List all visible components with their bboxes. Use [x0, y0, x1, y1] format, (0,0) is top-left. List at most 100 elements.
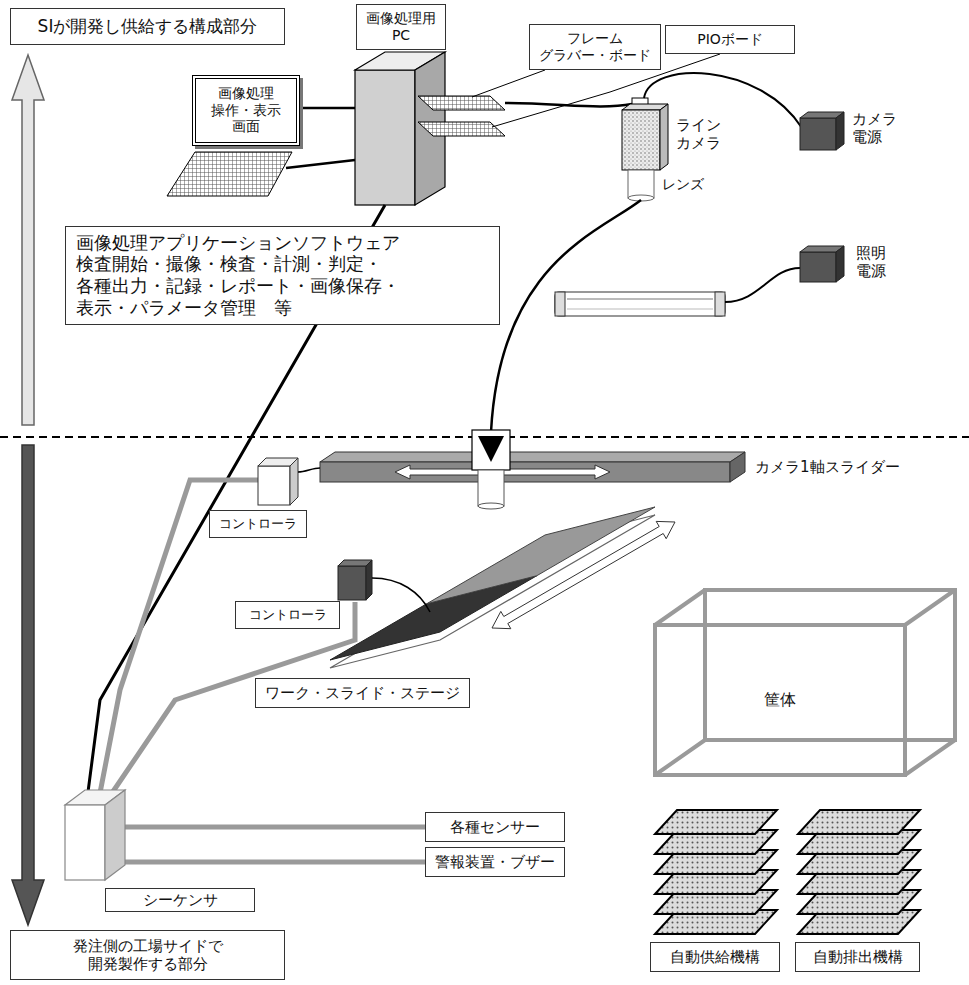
text-line: コントローラ — [219, 516, 297, 532]
node-text: 画像処理用 PC — [366, 10, 436, 44]
line-camera — [622, 110, 660, 170]
node-text: 画像処理アプリケーションソフトウェア 検査開始・撮像・検査・計測・判定・ 各種出… — [76, 232, 400, 318]
part-label: カメラ 電源 — [852, 110, 897, 146]
text-line: ワーク・スライド・ステージ — [265, 684, 460, 702]
leader-line — [472, 70, 545, 97]
text-line: PC — [366, 27, 436, 44]
text-line: グラバー・ボード — [539, 47, 651, 64]
pio-board — [418, 122, 505, 136]
node-text: 画像処理 操作・表示 画面 — [211, 85, 281, 135]
node-text: フレーム グラバー・ボード — [539, 30, 651, 64]
tray — [798, 810, 920, 834]
node-text: 警報装置・ブザー — [435, 853, 555, 871]
sequencer-outline — [65, 790, 125, 880]
section-heading-box: 発注側の工場サイドで 開発製作する部分 — [10, 930, 285, 980]
stage-base — [330, 515, 655, 668]
software-box: 画像処理アプリケーションソフトウェア 検査開始・撮像・検査・計測・判定・ 各種出… — [65, 226, 500, 325]
text-line: 開発製作する部分 — [73, 955, 223, 973]
text-line: 自動排出機構 — [813, 948, 903, 966]
light-power-side — [836, 246, 844, 282]
camera-slider — [320, 462, 730, 482]
stage-travel-arrow — [492, 521, 675, 628]
part-label-box: 画像処理用 PC — [356, 4, 446, 50]
keyboard — [167, 152, 292, 196]
connector-line — [125, 860, 425, 865]
text-line: コントローラ — [249, 607, 327, 623]
connector-line — [125, 825, 425, 830]
camera-power-unit — [800, 118, 836, 150]
slider-camera-lens — [478, 470, 504, 506]
node-text: シーケンサ — [105, 888, 255, 912]
node-text: ワーク・スライド・ステージ — [265, 684, 460, 702]
part-label: カメラ1軸スライダー — [755, 458, 900, 476]
text-line: 警報装置・ブザー — [435, 853, 555, 871]
text-line: 画像処理アプリケーションソフトウェア — [76, 232, 400, 254]
frame-grabber-board — [418, 96, 505, 110]
mount-arrow — [491, 200, 641, 432]
sequencer-unit: シーケンサ — [65, 790, 125, 880]
node-text: コントローラ — [219, 516, 297, 532]
section-heading-box: SIが開発し供給する構成部分 — [10, 8, 285, 45]
part-label-box: 自動供給機構 — [650, 942, 780, 972]
part-label-box: ワーク・スライド・ステージ — [255, 678, 470, 708]
text-line: 各種出力・記録・レポート・画像保存・ — [76, 275, 400, 297]
node-text: 発注側の工場サイドで 開発製作する部分 — [73, 937, 223, 973]
text-line: カメラ1軸スライダー — [755, 458, 900, 476]
power-cable — [644, 73, 802, 128]
part-label-box: PIOボード — [665, 25, 795, 54]
controller-unit — [258, 466, 290, 505]
sequencer-side — [105, 790, 125, 880]
part-label-box: 自動排出機構 — [795, 942, 920, 972]
text-line: 電源 — [852, 128, 897, 146]
node-text: 筐体 — [764, 690, 796, 709]
node-text: 自動排出機構 — [813, 948, 903, 966]
power-cable — [725, 268, 800, 302]
wire — [298, 468, 320, 472]
camera-cable — [505, 103, 632, 106]
node-text: コントローラ — [249, 607, 327, 623]
node-text: 各種センサー — [450, 818, 540, 836]
light-tube-stripe — [567, 298, 713, 300]
part-label: 照明 電源 — [856, 244, 886, 280]
light-power-unit — [800, 252, 836, 282]
up-arrow — [12, 55, 44, 425]
pc-tower — [355, 70, 415, 205]
slider-end — [730, 452, 745, 482]
part-label: ライン カメラ — [676, 116, 721, 152]
slider-camera — [472, 430, 510, 470]
light-tube-cap — [555, 292, 565, 316]
controller-unit — [338, 566, 366, 600]
part-label-box: 各種センサー — [425, 812, 565, 842]
enclosure-outline — [655, 590, 955, 775]
text-line: ライン — [676, 116, 721, 134]
wire — [300, 107, 355, 110]
text-line: レンズ — [662, 176, 704, 193]
light-tube — [555, 292, 725, 316]
text-line: カメラ — [676, 134, 721, 152]
part-label-box: コントローラ — [235, 601, 340, 629]
text-line: カメラ — [852, 110, 897, 128]
part-label-box: 警報装置・ブザー — [425, 847, 565, 877]
enclosure-frame: 筐体 — [655, 590, 955, 775]
text-line: 画像処理用 — [366, 10, 436, 27]
down-arrow — [12, 445, 44, 925]
node-text: 自動供給機構 — [670, 948, 760, 966]
text-line: 発注側の工場サイドで — [73, 937, 223, 955]
text-line: PIOボード — [697, 31, 763, 48]
sequencer-front — [65, 805, 105, 880]
light-tube-stripe — [567, 308, 713, 310]
text-line: 画面 — [211, 118, 281, 135]
text-line: 電源 — [856, 262, 886, 280]
text-line: SIが開発し供給する構成部分 — [38, 16, 258, 36]
text-line: 各種センサー — [450, 818, 540, 836]
text-line: フレーム — [539, 30, 651, 47]
part-label: レンズ — [662, 176, 704, 193]
wire — [372, 578, 430, 612]
camera-power-side — [836, 112, 844, 150]
text-line: 表示・パラメータ管理 等 — [76, 297, 400, 319]
light-tube-cap — [715, 292, 725, 316]
camera-side — [660, 104, 668, 170]
monitor-screen: 画像処理 操作・表示 画面 — [192, 75, 300, 146]
node-text: SIが開発し供給する構成部分 — [38, 16, 258, 36]
